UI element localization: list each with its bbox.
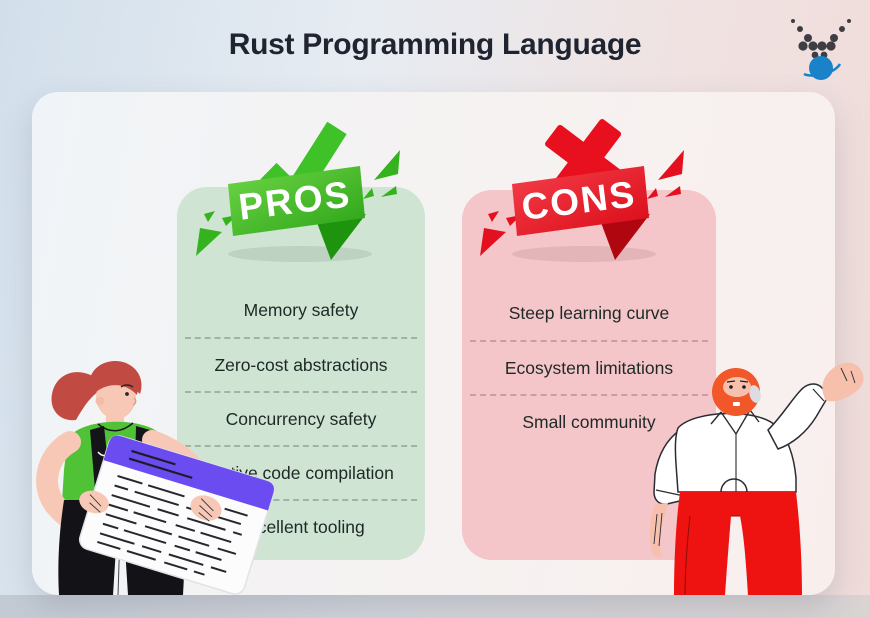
cons-ribbon xyxy=(512,166,649,236)
pros-list: Memory safety Zero-cost abstractions Con… xyxy=(177,187,425,553)
pros-ribbon xyxy=(228,166,365,236)
woman-hand xyxy=(190,495,222,522)
pros-item: Concurrency safety xyxy=(185,391,417,445)
woman-hand xyxy=(79,490,109,514)
cons-item: Steep learning curve xyxy=(508,302,670,323)
woman-illustration xyxy=(32,350,287,595)
ribbon-fold xyxy=(316,214,366,260)
man-illustration xyxy=(628,344,870,595)
floor-strip xyxy=(0,595,870,618)
sparkle-icon xyxy=(647,150,684,199)
page-title: Rust Programming Language xyxy=(228,28,642,61)
cons-item: Small community xyxy=(470,394,708,448)
pros-item: Memory safety xyxy=(243,299,359,320)
planet-v-logo-icon xyxy=(791,19,851,80)
ribbon-shadow xyxy=(512,246,656,262)
man-pants xyxy=(674,492,802,595)
planet-v-logo xyxy=(786,12,856,84)
sparkle-icon xyxy=(196,211,237,256)
ribbon-shadow xyxy=(228,246,372,262)
sparkle-icon xyxy=(363,150,400,199)
cons-item: Ecosystem limitations xyxy=(470,340,708,394)
sparkle-icon xyxy=(480,211,521,256)
cons-badge: CONS xyxy=(472,106,722,266)
man-hand xyxy=(649,503,668,558)
pros-badge: PROS xyxy=(188,106,438,266)
ribbon-fold xyxy=(600,214,650,260)
pros-item: Zero-cost abstractions xyxy=(185,337,417,391)
pros-panel: Memory safety Zero-cost abstractions Con… xyxy=(177,187,425,560)
pros-item: Excellent tooling xyxy=(185,499,417,553)
man-hand xyxy=(822,362,864,402)
content-card: Memory safety Zero-cost abstractions Con… xyxy=(32,92,864,595)
checklist-paper xyxy=(78,435,275,595)
cons-list: Steep learning curve Ecosystem limitatio… xyxy=(462,190,716,448)
